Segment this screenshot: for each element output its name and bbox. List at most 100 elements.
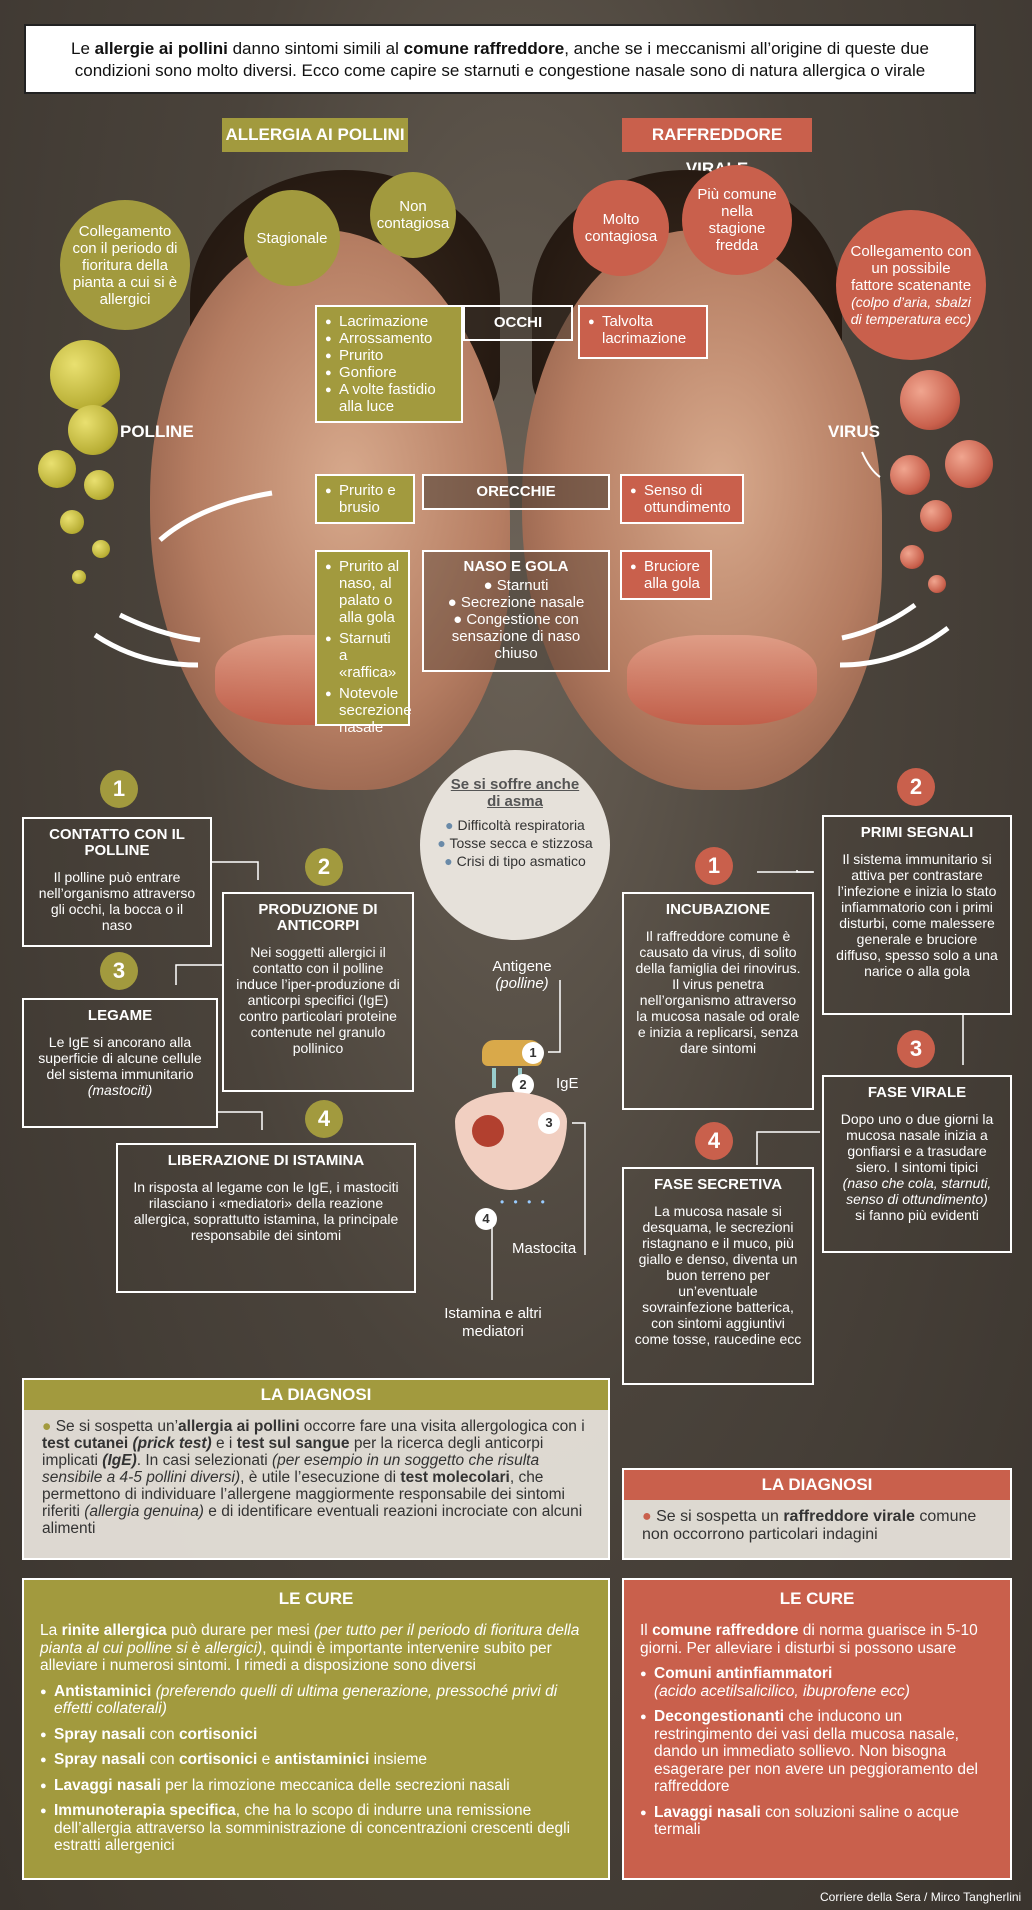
cure-item: Spray nasali con cortisonici bbox=[40, 1726, 592, 1744]
naso-common-box: NASO E GOLA ● Starnuti ● Secrezione nasa… bbox=[422, 550, 610, 672]
circle-molto-contagiosa: Molto contagiosa bbox=[573, 180, 669, 276]
right-step-1-number: 1 bbox=[695, 847, 733, 885]
symptom-item: Prurito al naso, al palato o alla gola bbox=[325, 558, 400, 626]
left-step-1-number: 1 bbox=[100, 770, 138, 808]
polline-label: POLLINE bbox=[120, 422, 194, 441]
mast-marker-4: 4 bbox=[475, 1208, 497, 1230]
right-step-text: Il raffreddore comune è causato da virus… bbox=[635, 928, 801, 1056]
circle-stagionale: Stagionale bbox=[244, 190, 340, 286]
symptom-item: Lacrimazione bbox=[325, 313, 453, 331]
cure-allergy-intro: La rinite allergica può durare per mesi … bbox=[40, 1622, 580, 1674]
symptom-item: ● Secrezione nasale bbox=[447, 594, 585, 611]
right-step-tail: si fanno più evidenti bbox=[855, 1207, 979, 1223]
right-step-3-number: 3 bbox=[897, 1030, 935, 1068]
virus-illustration bbox=[900, 545, 924, 569]
asma-item: ● Crisi di tipo asmatico bbox=[444, 853, 586, 869]
orecchie-label: ORECCHIE bbox=[422, 474, 610, 510]
cure-allergy-list: Antistaminici (preferendo quelli di ulti… bbox=[40, 1683, 592, 1855]
right-step-extra: (naso che cola, starnuti, senso di ottun… bbox=[842, 1175, 992, 1207]
cure-cold-panel: LE CURE Il comune raffreddore di norma g… bbox=[622, 1578, 1012, 1880]
circle-fioritura: Collegamento con il periodo di fioritura… bbox=[60, 200, 190, 330]
cure-item: Lavaggi nasali per la rimozione meccanic… bbox=[40, 1777, 592, 1795]
cure-cold-title: LE CURE bbox=[779, 1589, 855, 1608]
pollen-grain-illustration bbox=[68, 405, 118, 455]
pollen-grain-illustration bbox=[72, 570, 86, 584]
mast-marker-3: 3 bbox=[538, 1112, 560, 1134]
istamina-label: Istamina e altri mediatori bbox=[444, 1305, 542, 1340]
mastocita-label: Mastocita bbox=[512, 1240, 577, 1257]
right-step-3-box: FASE VIRALE Dopo uno o due giorni la muc… bbox=[822, 1075, 1012, 1253]
naso-label: NASO E GOLA bbox=[463, 558, 569, 575]
cure-cold-intro: Il comune raffreddore di norma guarisce … bbox=[640, 1622, 978, 1657]
pollen-grain-illustration bbox=[50, 340, 120, 410]
asma-item-text: Crisi di tipo asmatico bbox=[456, 853, 586, 869]
cure-item: Comuni antinfiammatori(acido acetilsalic… bbox=[640, 1665, 996, 1700]
occhi-label: OCCHI bbox=[463, 305, 573, 341]
virus-illustration bbox=[900, 370, 960, 430]
left-step-text: Le IgE si ancorano alla superficie di al… bbox=[38, 1034, 202, 1082]
asma-item: ● Tosse secca e stizzosa bbox=[437, 835, 593, 851]
symptom-text: Congestione con sensazione di naso chius… bbox=[451, 611, 581, 662]
left-step-extra: (mastociti) bbox=[87, 1082, 153, 1098]
right-step-title: FASE VIRALE bbox=[867, 1084, 967, 1101]
symptom-item: Arrossamento bbox=[325, 330, 453, 348]
right-step-text: Il sistema immunitario si attiva per con… bbox=[836, 851, 998, 979]
pollen-grain-illustration bbox=[60, 510, 84, 534]
virus-illustration bbox=[920, 500, 952, 532]
symptom-item: Notevole secrezione nasale bbox=[325, 685, 412, 736]
left-step-2-box: PRODUZIONE DI ANTICORPI Nei soggetti all… bbox=[222, 892, 414, 1092]
left-step-title: LIBERAZIONE DI ISTAMINA bbox=[167, 1152, 365, 1169]
cure-item: Antistaminici (preferendo quelli di ulti… bbox=[40, 1683, 592, 1718]
symptom-item: ● Congestione con sensazione di naso chi… bbox=[451, 611, 581, 662]
virus-illustration bbox=[945, 440, 993, 488]
asma-circle: Se si soffre anche di asma ● Difficoltà … bbox=[420, 750, 610, 940]
right-title: RAFFREDDORE VIRALE bbox=[622, 118, 812, 178]
right-step-2-number: 2 bbox=[897, 768, 935, 806]
cure-cold-list: Comuni antinfiammatori(acido acetilsalic… bbox=[640, 1665, 996, 1839]
left-step-1-box: CONTATTO CON IL POLLINE Il polline può e… bbox=[22, 817, 212, 947]
mastocita-nucleus bbox=[472, 1115, 504, 1147]
occhi-allergy-box: Lacrimazione Arrossamento Prurito Gonfio… bbox=[315, 305, 463, 423]
cure-allergy-panel: LE CURE La rinite allergica può durare p… bbox=[22, 1578, 610, 1880]
left-step-title: PRODUZIONE DI ANTICORPI bbox=[258, 901, 378, 934]
mastocita-cell bbox=[455, 1092, 567, 1190]
left-step-4-box: LIBERAZIONE DI ISTAMINA In risposta al l… bbox=[116, 1143, 416, 1293]
mast-marker-2: 2 bbox=[512, 1074, 534, 1096]
left-step-2-number: 2 bbox=[305, 848, 343, 886]
cure-item: Spray nasali con cortisonici e antistami… bbox=[40, 1751, 592, 1769]
diagnosi-allergy-title: LA DIAGNOSI bbox=[24, 1380, 608, 1410]
credit: Corriere della Sera / Mirco Tangherlini bbox=[820, 1890, 1022, 1904]
symptom-item: Prurito bbox=[325, 347, 453, 365]
virus-label: VIRUS bbox=[828, 422, 880, 441]
intro-box: Le allergie ai pollini danno sintomi sim… bbox=[24, 24, 976, 94]
antigene-label: Antigene (polline) bbox=[472, 958, 572, 992]
asma-title: Se si soffre anche di asma bbox=[450, 776, 580, 810]
right-step-1-box: INCUBAZIONE Il raffreddore comune è caus… bbox=[622, 892, 814, 1110]
circle-fattore-italic: (colpo d’aria, sbalzi di temperatura ecc… bbox=[850, 293, 972, 327]
circle-fattore-scatenante: Collegamento con un possibile fattore sc… bbox=[836, 210, 986, 360]
symptom-item: Talvolta lacrimazione bbox=[588, 313, 698, 347]
asma-item-text: Difficoltà respiratoria bbox=[457, 817, 585, 833]
cure-allergy-title: LE CURE bbox=[278, 1589, 354, 1608]
asma-item-text: Tosse secca e stizzosa bbox=[449, 835, 593, 851]
virus-illustration bbox=[890, 455, 930, 495]
circle-non-contagiosa: Non contagiosa bbox=[370, 172, 456, 258]
histamine-dots: • • • • bbox=[500, 1195, 548, 1209]
diagnosi-allergy-panel: LA DIAGNOSI ● Se si sospetta un’allergia… bbox=[22, 1378, 610, 1560]
intro-bold-allergy: allergie ai pollini bbox=[94, 39, 228, 58]
symptom-item: Gonfiore bbox=[325, 364, 453, 382]
left-step-text: Nei soggetti allergici il contatto con i… bbox=[236, 944, 400, 1056]
symptom-item: A volte fastidio alla luce bbox=[325, 381, 453, 415]
left-step-3-box: LEGAME Le IgE si ancorano alla superfici… bbox=[22, 998, 218, 1128]
cure-cold-body: Il comune raffreddore di norma guarisce … bbox=[624, 1614, 1010, 1839]
symptom-text: Secrezione nasale bbox=[460, 594, 585, 611]
diagnosi-cold-panel: LA DIAGNOSI ● Se si sospetta un raffredd… bbox=[622, 1468, 1012, 1560]
orecchie-cold-box: Senso di ottundimento bbox=[620, 474, 744, 524]
cure-item: Lavaggi nasali con soluzioni saline o ac… bbox=[640, 1804, 996, 1839]
right-step-title: PRIMI SEGNALI bbox=[860, 824, 974, 841]
antigene-text: Antigene bbox=[492, 958, 552, 975]
right-step-4-box: FASE SECRETIVA La mucosa nasale si desqu… bbox=[622, 1167, 814, 1385]
left-step-4-number: 4 bbox=[305, 1100, 343, 1138]
left-step-title: LEGAME bbox=[87, 1007, 153, 1024]
ige-label: IgE bbox=[556, 1075, 579, 1092]
